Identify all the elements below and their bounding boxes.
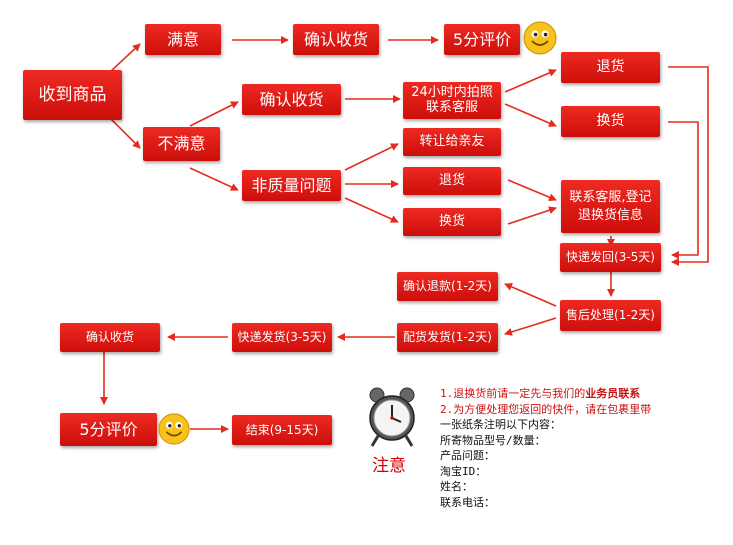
arrow-nonq-transfer [344,143,399,171]
node-satisfied: 满意 [145,24,221,55]
notice-line-1-highlight: 业务员联系 [585,387,641,400]
arrow-return-loop [668,66,709,266]
node-exchange-top: 换货 [561,106,660,137]
node-confirm-receipt-top: 确认收货 [293,24,379,55]
node-reship: 配货发货(1-2天) [397,323,498,352]
node-rate-bottom: 5分评价 [60,413,157,446]
notice-field: 所寄物品型号/数量： [440,433,546,447]
node-end: 结束(9-15天) [232,415,332,445]
arrow-exchange-loop [668,121,699,259]
alarm-clock-icon [369,387,415,447]
node-contact-24h: 24小时内拍照联系客服 [403,82,501,119]
notice-field: 产品问题： [440,449,495,462]
notice-field: 联系电话： [440,495,495,509]
notice-text: 1.退换货前请一定先与我们的业务员联系 2.为方便处理您返回的快件，请在包裹里带… [440,386,651,510]
node-non-quality: 非质量问题 [242,170,341,201]
node-not-satisfied: 不满意 [143,127,220,161]
node-express-return: 快递发回(3-5天) [560,243,661,272]
node-return-top: 退货 [561,52,660,83]
notice-line-1: 1.退换货前请一定先与我们的业务员联系 [440,386,651,402]
notice-label: 注意 [372,456,406,476]
node-confirm-refund: 确认退款(1-2天) [397,272,498,301]
arrow-contact-return [504,69,557,93]
arrow-received-satisfied [109,43,141,73]
arrow-nonq-exchange [344,197,399,223]
notice-line-3: 一张纸条注明以下内容： [440,418,561,431]
node-rate-top: 5分评价 [444,24,520,55]
node-express-ship: 快递发货(3-5天) [232,323,332,352]
node-received: 收到商品 [23,70,122,120]
arrow-notsat-nonquality [189,167,239,191]
notice-line-2: 2.为方便处理您返回的快件，请在包裹里带 [440,402,652,416]
arrow-aftersales-refund [504,283,557,307]
node-exchange-mid: 换货 [403,208,501,236]
node-confirm-receipt-bottom: 确认收货 [60,323,160,352]
notice-field: 淘宝ID： [440,464,487,478]
node-contact-register: 联系客服,登记退换货信息 [561,180,660,233]
node-confirm-receipt-mid: 确认收货 [242,84,341,115]
arrow-exchange-register [507,206,557,225]
smiley-icon [523,21,557,55]
arrow-aftersales-reship [504,317,557,336]
notice-field: 姓名： [440,480,473,493]
arrow-return-register [507,179,557,201]
notice-line-1-prefix: 1.退换货前请一定先与我们的 [440,387,586,400]
node-return-mid: 退货 [403,167,501,195]
smiley-icon [158,413,190,445]
node-after-sales: 售后处理(1-2天) [560,300,661,331]
arrow-notsat-confirm [189,101,239,127]
arrow-received-not-satisfied [109,117,141,149]
node-transfer: 转让给亲友 [403,128,501,156]
arrow-contact-exchange [504,103,557,127]
